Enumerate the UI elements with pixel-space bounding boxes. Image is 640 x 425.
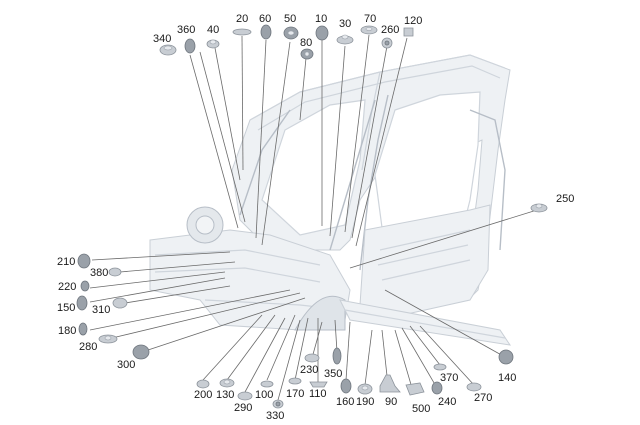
grommet-340-icon [159,44,177,56]
label-380: 380 [90,267,108,279]
label-180: 180 [58,325,76,337]
label-220: 220 [58,281,76,293]
label-350: 350 [324,368,342,380]
leader-lines [89,34,538,401]
grommet-140-icon [498,349,514,365]
grommet-70-icon [360,25,378,35]
label-190: 190 [356,396,374,408]
grommet-150-icon [76,295,88,311]
grommet-250-icon [530,203,548,213]
grommet-90-icon [379,374,401,393]
grommet-100-icon [260,380,274,388]
label-310: 310 [92,304,110,316]
grommet-280-icon [98,334,118,344]
grommet-260-icon [381,37,393,49]
grommet-120-icon [403,27,414,37]
label-500: 500 [412,403,430,415]
label-270: 270 [474,392,492,404]
grommet-230-icon [304,353,320,363]
label-150: 150 [57,302,75,314]
grommet-190-icon [357,383,373,395]
part-number-labels: 340 360 40 20 60 50 10 30 70 260 120 80 … [57,13,574,422]
grommet-30-icon [336,34,354,45]
grommet-350-icon [332,347,342,365]
grommet-10-icon [315,25,329,41]
label-210: 210 [57,256,75,268]
grommet-300-icon [132,344,150,360]
label-90: 90 [385,396,397,408]
grommet-220-icon [80,280,90,292]
grommet-130-icon [219,378,235,388]
label-250: 250 [556,193,574,205]
label-40: 40 [207,24,219,36]
grommet-360-icon [184,38,196,54]
label-280: 280 [79,341,97,353]
label-100: 100 [255,389,273,401]
grommet-370-icon [433,363,447,371]
label-70: 70 [364,13,376,25]
label-20: 20 [236,13,248,25]
label-260: 260 [381,24,399,36]
label-130: 130 [216,389,234,401]
grommet-110-icon [309,381,328,388]
grommet-80-icon [300,48,314,60]
grommet-310-icon [112,297,128,309]
label-30: 30 [339,18,351,30]
label-120: 120 [404,15,422,27]
grommet-50-icon [283,26,299,40]
label-340: 340 [153,33,171,45]
grommet-20-icon [232,28,252,36]
grommet-160-icon [340,378,352,394]
grommet-500-icon [405,382,425,396]
label-200: 200 [194,389,212,401]
grommet-180-icon [78,322,88,336]
label-360: 360 [177,24,195,36]
label-80: 80 [300,37,312,49]
label-230: 230 [300,364,318,376]
label-140: 140 [498,372,516,384]
grommet-200-icon [196,379,210,389]
label-10: 10 [315,13,327,25]
grommet-210-icon [77,253,91,269]
grommet-40-icon [206,39,220,49]
car-body-illustration [149,54,512,346]
grommet-380-icon [108,267,122,277]
label-170: 170 [286,388,304,400]
label-110: 110 [309,388,327,400]
label-300: 300 [117,359,135,371]
label-370: 370 [440,372,458,384]
label-290: 290 [234,402,252,414]
grommet-290-icon [237,391,253,401]
label-330: 330 [266,410,284,422]
label-50: 50 [284,13,296,25]
label-240: 240 [438,396,456,408]
grommet-170-icon [288,377,302,385]
label-60: 60 [259,13,271,25]
grommet-60-icon [260,24,272,40]
grommet-240-icon [431,381,443,395]
label-160: 160 [336,396,354,408]
grommet-270-icon [466,382,482,392]
grommet-330-icon [272,399,284,409]
part-icons [76,24,548,409]
